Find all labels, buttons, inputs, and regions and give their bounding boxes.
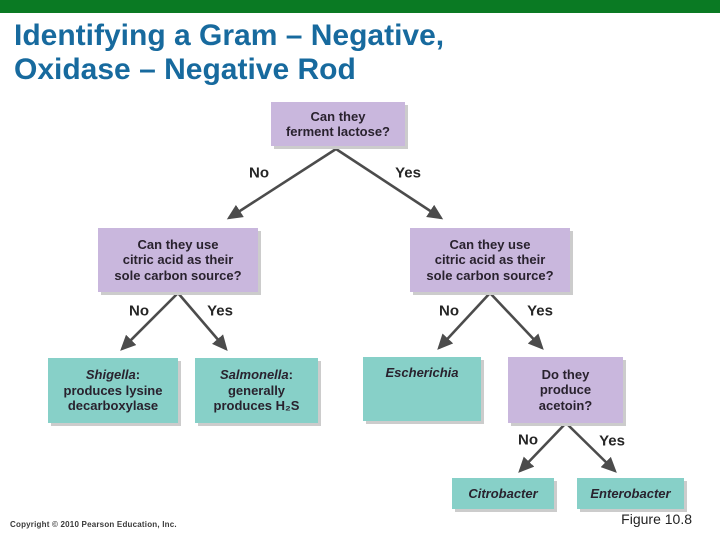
node-text-line: produces H₂S (213, 398, 300, 414)
node-text-line: sole carbon source? (426, 267, 554, 283)
edge-q2-yes (177, 292, 228, 351)
organism-name-suffix: : (135, 367, 141, 383)
top-accent-bar (0, 0, 720, 13)
organism-name: Citrobacter (468, 485, 538, 501)
edge-q3-yes (489, 292, 544, 350)
node-text-line: decarboxylase (67, 398, 159, 414)
node-text-line: Salmonella: (195, 367, 318, 383)
node-result-shigella: Shigella: produces lysine decarboxylase (48, 358, 178, 423)
edge-q1-yes (335, 147, 444, 220)
edge-q3-no (437, 292, 491, 350)
node-question-citric-acid-left: Can they use citric acid as their sole c… (98, 228, 258, 292)
organism-name: Enterobacter (590, 485, 671, 501)
node-question-citric-acid-right: Can they use citric acid as their sole c… (410, 228, 570, 292)
node-text-line: Can they use (137, 236, 219, 252)
node-text-line: ferment lactose? (285, 124, 391, 139)
node-question-acetoin: Do they produce acetoin? (508, 357, 623, 423)
node-result-escherichia: Escherichia (363, 357, 481, 421)
edge-label-yes: Yes (527, 302, 553, 320)
edge-label-yes: Yes (599, 432, 625, 450)
node-question-ferment-lactose: Can they ferment lactose? (271, 102, 405, 146)
edge-label-yes: Yes (207, 302, 233, 320)
node-text-line: Can they use (449, 236, 531, 252)
node-text-line: acetoin? (538, 397, 593, 413)
page-title: Identifying a Gram – Negative, Oxidase –… (14, 19, 444, 87)
organism-name: Salmonella (220, 367, 289, 383)
node-text-line: citric acid as their (122, 252, 234, 268)
node-text-line: produces lysine (63, 382, 163, 398)
node-text-line: citric acid as their (434, 252, 546, 268)
edge-label-yes: Yes (395, 164, 421, 182)
node-result-citrobacter: Citrobacter (452, 478, 554, 509)
node-text-line: produce (539, 382, 592, 398)
node-result-enterobacter: Enterobacter (577, 478, 684, 509)
edge-label-no: No (129, 302, 149, 320)
edge-label-no: No (249, 164, 269, 182)
organism-name-suffix: : (288, 367, 293, 383)
node-result-salmonella: Salmonella: generally produces H₂S (195, 358, 318, 423)
edge-label-no: No (518, 431, 538, 449)
organism-name: Shigella (85, 367, 136, 383)
node-text-line: Can they (310, 108, 366, 124)
node-text-line: generally (227, 382, 286, 398)
edge-q2-no (120, 292, 179, 351)
title-line-2: Oxidase – Negative Rod (14, 53, 356, 86)
edge-q1-no (226, 147, 337, 220)
title-line-1: Identifying a Gram – Negative, (14, 19, 445, 52)
node-text-line: Do they (541, 366, 590, 382)
copyright-text: Copyright © 2010 Pearson Education, Inc. (10, 520, 177, 529)
edge-label-no: No (439, 302, 459, 320)
node-text-line: Shigella: (48, 367, 178, 383)
organism-name: Escherichia (385, 365, 459, 380)
node-text-line: sole carbon source? (114, 267, 242, 283)
figure-label: Figure 10.8 (621, 511, 692, 527)
